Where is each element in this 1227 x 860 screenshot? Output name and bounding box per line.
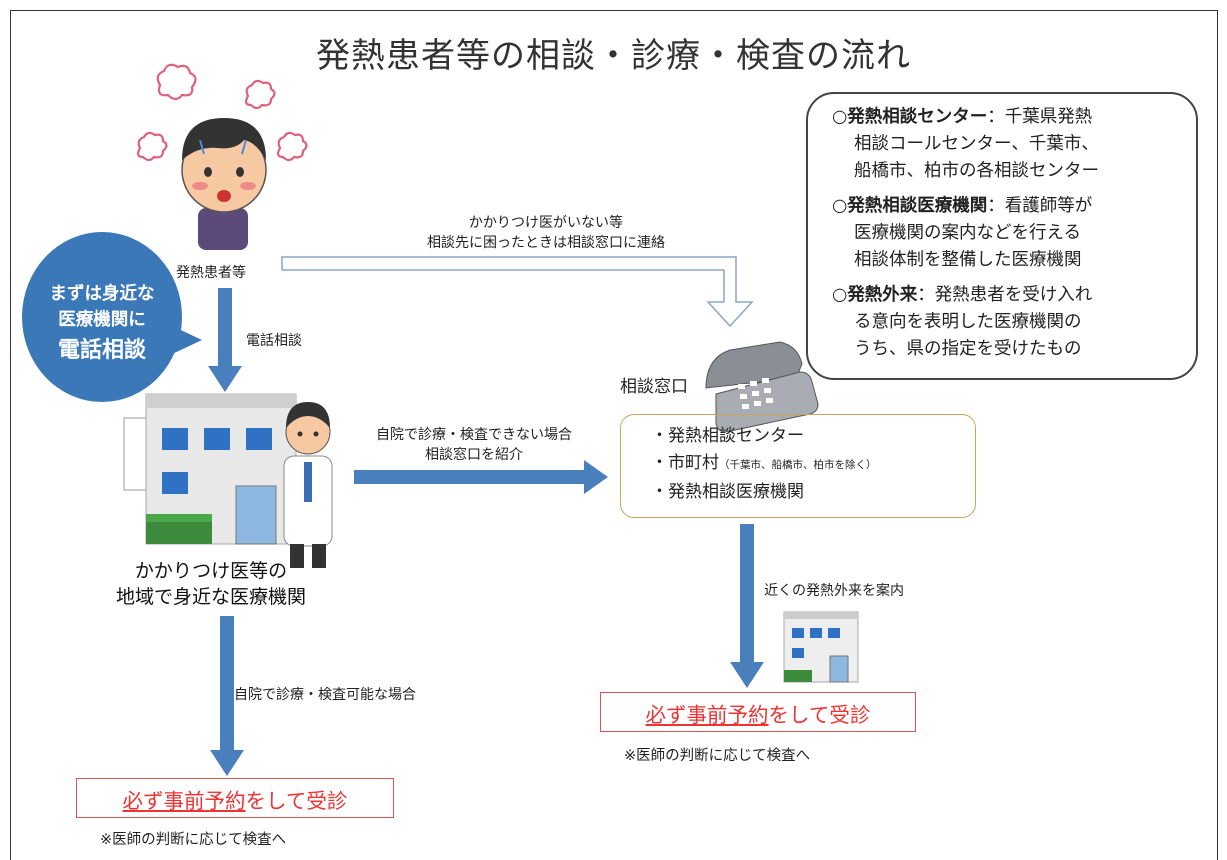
phone-consult-label: 電話相談 (246, 333, 302, 349)
telephone-icon (705, 341, 819, 433)
bubble-line: 電話相談 (57, 338, 146, 363)
legend-item: ○発熱相談医療機関：看護師等が 医療機関の案内などを行える 相談体制を整備した医… (832, 193, 1180, 274)
window-label: 相談窓口 (620, 377, 688, 397)
window-item-text: ・発熱相談センター (651, 426, 804, 446)
guide-note: 近くの発熱外来を案内 (764, 583, 904, 599)
contact-window-arrow (281, 256, 754, 328)
referral-note-2: 相談窓口を紹介 (425, 447, 523, 463)
legend-item: ○発熱相談センター：千葉県発熱 相談コールセンター、千葉市、 船橋市、柏市の各相… (832, 104, 1180, 185)
legend-desc: 船橋市、柏市の各相談センター (854, 161, 1099, 181)
referral-note-1: 自院で診療・検査できない場合 (376, 427, 572, 443)
page-frame (10, 10, 1218, 860)
window-item: ・発熱相談医療機関 (651, 479, 975, 506)
referral-arrow (354, 460, 608, 494)
legend-desc: 医療機関の案内などを行える (854, 223, 1081, 243)
legend-lead: ：看護師等が (987, 196, 1093, 216)
reserve-emphasis: 必ず事前予約 (645, 703, 769, 727)
legend-marker: ○ (832, 196, 848, 216)
window-item-text: ・市町村 (651, 453, 719, 473)
doctor-icon (283, 402, 333, 568)
bubble-line: まずは身近な (49, 284, 155, 304)
reserve-rest: をして受診 (245, 789, 348, 813)
clinic-building-icon (123, 393, 297, 545)
legend-desc: うち、県の指定を受けたもの (854, 339, 1082, 359)
reserve-box-right: 必ず事前予約をして受診 (600, 692, 916, 732)
legend-marker: ○ (832, 285, 848, 305)
fever-clinic-icon (783, 611, 859, 683)
page-title: 発熱患者等の相談・診療・検査の流れ (316, 36, 911, 76)
phone-consult-arrow (208, 288, 242, 392)
legend-lead: ：発熱患者を受け入れ (917, 285, 1093, 305)
window-item-text: ・発熱相談医療機関 (651, 482, 804, 502)
sick-patient-icon (136, 63, 308, 250)
legend-item: ○発熱外来：発熱患者を受け入れ る意向を表明した医療機関の うち、県の指定を受け… (832, 282, 1180, 363)
legend-term: 発熱相談医療機関 (847, 196, 988, 216)
consult-window-box: ・発熱相談センター ・市町村（千葉市、船橋市、柏市を除く） ・発熱相談医療機関 (620, 414, 976, 518)
window-item: ・発熱相談センター (651, 423, 975, 450)
legend-desc: 相談体制を整備した医療機関 (854, 250, 1082, 270)
legend-marker: ○ (832, 107, 848, 127)
no-doctor-note-1: かかりつけ医がいない等 (468, 215, 624, 231)
bubble-line: 医療機関に (58, 310, 146, 330)
patient-label: 発熱患者等 (176, 265, 246, 281)
legend-lead: ：千葉県発熱 (987, 107, 1093, 127)
doctor-note-left: ※医師の判断に応じて検査へ (100, 832, 287, 848)
self-treat-arrow (210, 616, 244, 776)
legend-desc: る意向を表明した医療機関の (854, 312, 1082, 332)
window-item: ・市町村（千葉市、船橋市、柏市を除く） (651, 450, 975, 479)
legend-desc: 相談コールセンター、千葉市、 (854, 134, 1099, 154)
self-treat-note: 自院で診療・検査可能な場合 (234, 687, 416, 703)
legend-term: 発熱外来 (847, 285, 918, 305)
guide-arrow (730, 524, 764, 688)
legend-box: ○発熱相談センター：千葉県発熱 相談コールセンター、千葉市、 船橋市、柏市の各相… (806, 92, 1198, 380)
legend-term: 発熱相談センター (847, 107, 988, 127)
reserve-rest: をして受診 (768, 703, 871, 727)
window-item-note: （千葉市、船橋市、柏市を除く） (719, 459, 877, 471)
clinic-label-1: かかりつけ医等の (134, 560, 288, 582)
reserve-box-left: 必ず事前予約をして受診 (76, 778, 394, 818)
reserve-emphasis: 必ず事前予約 (122, 789, 246, 813)
no-doctor-note-2: 相談先に困ったときは相談窓口に連絡 (427, 235, 665, 251)
call-bubble: まずは身近な 医療機関に 電話相談 (22, 232, 202, 402)
clinic-label-2: 地域で身近な医療機関 (115, 586, 306, 608)
doctor-note-right: ※医師の判断に応じて検査へ (624, 748, 811, 764)
bubble-tail (168, 324, 202, 356)
